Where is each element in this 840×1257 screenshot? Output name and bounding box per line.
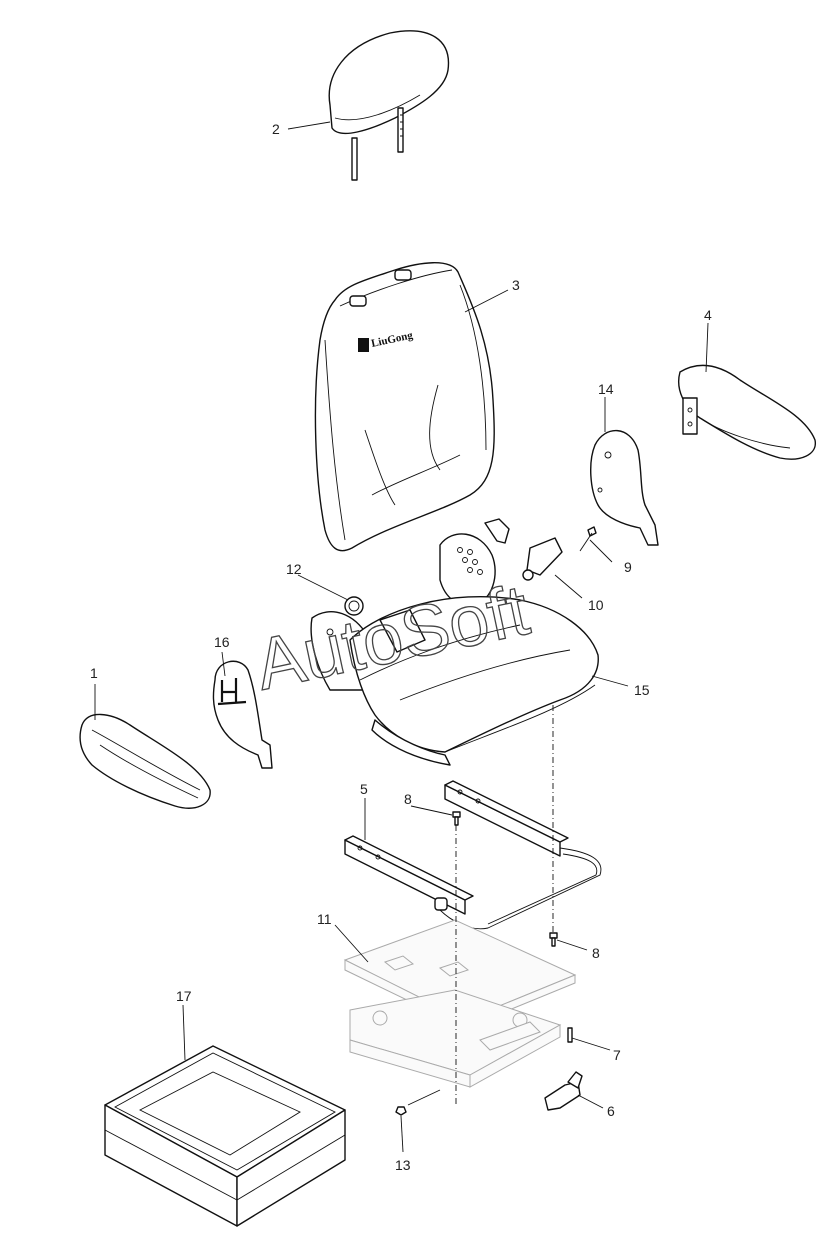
callout-2: 2 xyxy=(272,121,280,137)
callout-6: 6 xyxy=(607,1103,615,1119)
armrest-left xyxy=(79,713,211,809)
bolts xyxy=(452,811,558,947)
armrest-right xyxy=(678,364,816,460)
headrest xyxy=(328,30,450,181)
suspension-base xyxy=(343,919,577,1088)
callout-15: 15 xyxy=(634,682,650,698)
side-cover-right xyxy=(590,429,659,546)
side-cover-left xyxy=(212,660,273,769)
seat-box xyxy=(104,1045,346,1227)
callout-10: 10 xyxy=(588,597,604,613)
callout-11: 11 xyxy=(317,911,332,927)
callout-8-top: 8 xyxy=(404,791,412,807)
callout-17: 17 xyxy=(176,988,192,1004)
callout-13: 13 xyxy=(395,1157,411,1173)
slide-rails xyxy=(344,780,602,930)
callout-3: 3 xyxy=(512,277,520,293)
callout-12: 12 xyxy=(286,561,302,577)
callout-7: 7 xyxy=(613,1047,621,1063)
callout-9: 9 xyxy=(624,559,632,575)
leader-lines xyxy=(94,121,709,1153)
lever-parts xyxy=(395,1027,583,1116)
callout-1: 1 xyxy=(90,665,98,681)
callouts: 2 3 4 14 9 10 12 16 1 15 5 8 8 11 17 7 6… xyxy=(90,121,712,1173)
backrest: LiuGong xyxy=(314,262,495,552)
callout-8-bottom: 8 xyxy=(592,945,600,961)
callout-16: 16 xyxy=(214,634,230,650)
callout-14: 14 xyxy=(598,381,614,397)
callout-4: 4 xyxy=(704,307,712,323)
seat-cushion xyxy=(310,533,599,766)
recline-mechanism xyxy=(344,518,597,616)
callout-5: 5 xyxy=(360,781,368,797)
